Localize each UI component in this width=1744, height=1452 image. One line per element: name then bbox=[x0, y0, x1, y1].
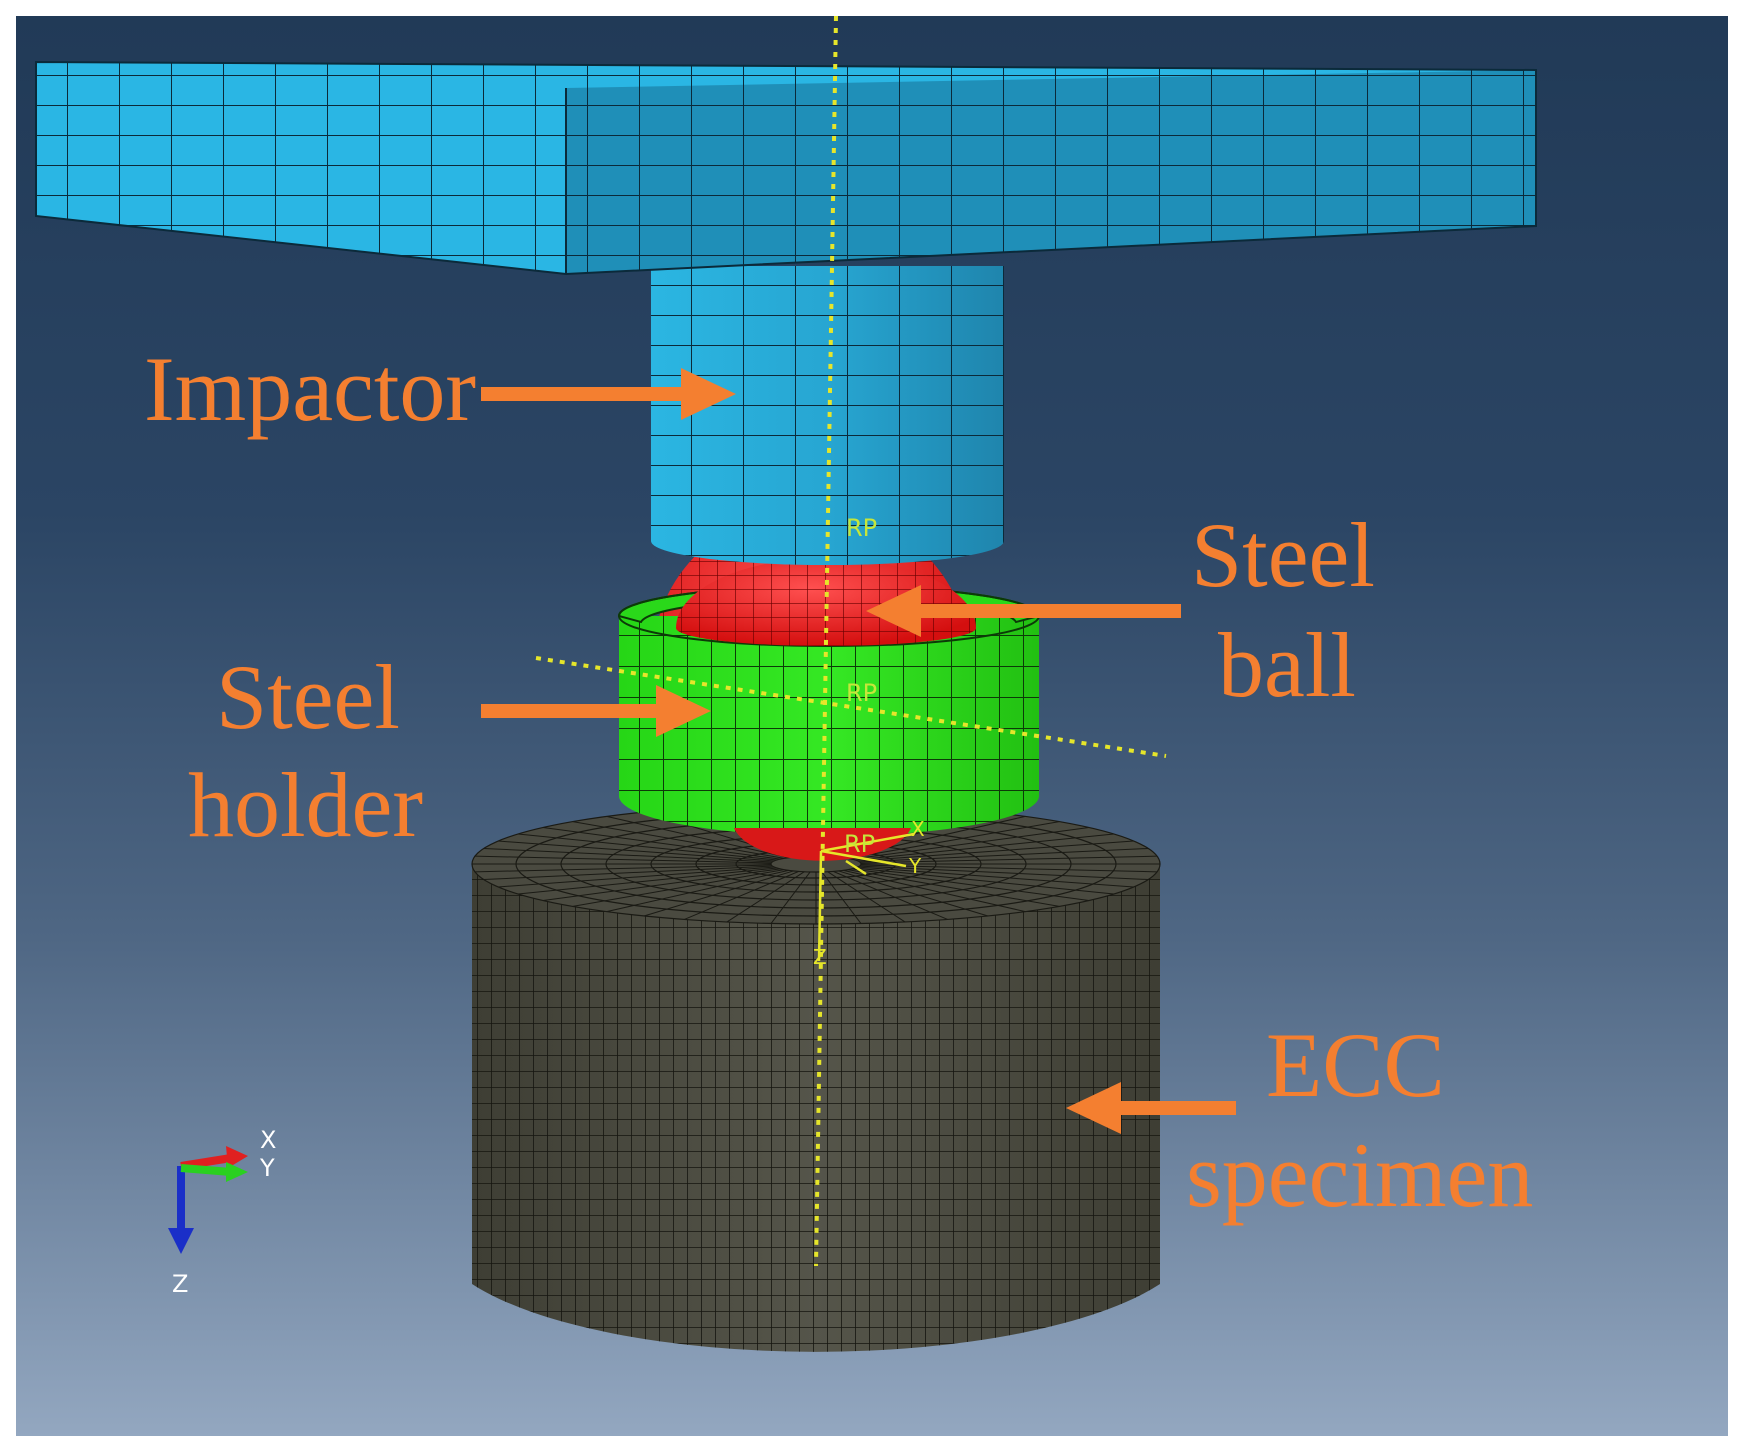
ecc-mesh-spoke bbox=[847, 869, 1060, 907]
ecc-mesh-spoke bbox=[543, 826, 781, 860]
steel-ball-arrow bbox=[866, 585, 1181, 637]
steel-ball-label-line2: ball bbox=[1218, 614, 1356, 716]
rp-ball-label: RP bbox=[844, 830, 875, 858]
ecc-mesh-spoke bbox=[854, 867, 1114, 895]
ecc-mesh-spoke bbox=[854, 833, 1114, 861]
ecc-mesh-spoke bbox=[770, 871, 811, 924]
triad-y-label: Y bbox=[259, 1154, 275, 1182]
callout-arrows bbox=[481, 368, 1236, 1134]
ecc-mesh-spoke bbox=[498, 866, 775, 888]
ecc-arrow bbox=[1066, 1082, 1236, 1134]
ecc-mesh-spoke bbox=[572, 869, 785, 907]
fea-viewport: RP RP RP X Y Z Impactor Steel ball Steel… bbox=[16, 16, 1728, 1436]
ecc-mesh-spoke bbox=[859, 865, 1149, 881]
steel-holder-arrow bbox=[481, 685, 711, 737]
triad-x-label: X bbox=[260, 1126, 276, 1154]
steel-ball-label-line1: Steel bbox=[1191, 504, 1375, 606]
ecc-mesh-spoke bbox=[543, 868, 781, 902]
ecc-mesh-spoke bbox=[838, 870, 989, 917]
ecc-mesh-spoke bbox=[827, 871, 906, 923]
triad-z-label: Z bbox=[172, 1270, 188, 1298]
steel-holder-label-line2: holder bbox=[188, 754, 423, 856]
ecc-label-line1: ECC bbox=[1266, 1014, 1445, 1116]
ecc-mesh-spoke bbox=[851, 826, 1089, 860]
callout-labels: Impactor Steel ball Steel holder ECC spe… bbox=[144, 338, 1533, 1226]
impactor-arrow bbox=[481, 368, 736, 420]
fea-scene: RP RP RP X Y Z Impactor Steel ball Steel… bbox=[35, 16, 1537, 1352]
ecc-mesh-spoke bbox=[857, 866, 1134, 888]
ecc-mesh-spoke bbox=[859, 847, 1149, 863]
ecc-mesh-spoke bbox=[821, 871, 862, 924]
ecc-mesh-spoke bbox=[498, 840, 775, 862]
steel-holder bbox=[617, 558, 1041, 836]
steel-holder-label-line1: Steel bbox=[216, 646, 400, 748]
ecc-mesh-spoke bbox=[474, 864, 772, 873]
ecc-label-line2: specimen bbox=[1186, 1124, 1533, 1226]
local-y-label: Y bbox=[908, 854, 922, 878]
ecc-mesh-spoke bbox=[851, 868, 1089, 902]
ecc-specimen bbox=[471, 803, 1161, 1352]
reference-axes bbox=[535, 16, 1167, 1267]
ecc-mesh-spoke bbox=[483, 847, 773, 863]
ecc-mesh-spoke bbox=[518, 867, 778, 895]
rp-holder-label: RP bbox=[846, 679, 877, 707]
ecc-mesh-spoke bbox=[483, 865, 773, 881]
rp-impactor-label: RP bbox=[846, 514, 877, 542]
ecc-mesh-spoke bbox=[474, 855, 772, 864]
ecc-mesh-spoke bbox=[643, 870, 794, 917]
impactor-label: Impactor bbox=[144, 338, 476, 440]
ecc-mesh-spoke bbox=[606, 815, 789, 859]
local-z-label: Z bbox=[813, 945, 827, 969]
ecc-mesh-spoke bbox=[518, 833, 778, 861]
ecc-mesh-spoke bbox=[684, 870, 799, 920]
local-csys bbox=[817, 832, 915, 962]
ecc-mesh-spoke bbox=[843, 869, 1026, 913]
ecc-mesh-spoke bbox=[606, 869, 789, 913]
ecc-mesh-spoke bbox=[860, 855, 1158, 864]
ecc-mesh-spoke bbox=[860, 864, 1158, 873]
global-triad: X Y Z bbox=[168, 1126, 276, 1298]
impactor bbox=[35, 60, 1537, 566]
ecc-mesh-spoke bbox=[572, 821, 785, 859]
ecc-mesh-spoke bbox=[857, 840, 1134, 862]
ecc-mesh-spoke bbox=[833, 870, 948, 920]
local-x-label: X bbox=[911, 817, 925, 841]
ecc-mesh-spoke bbox=[847, 821, 1060, 859]
ecc-mesh-spoke bbox=[726, 871, 805, 923]
